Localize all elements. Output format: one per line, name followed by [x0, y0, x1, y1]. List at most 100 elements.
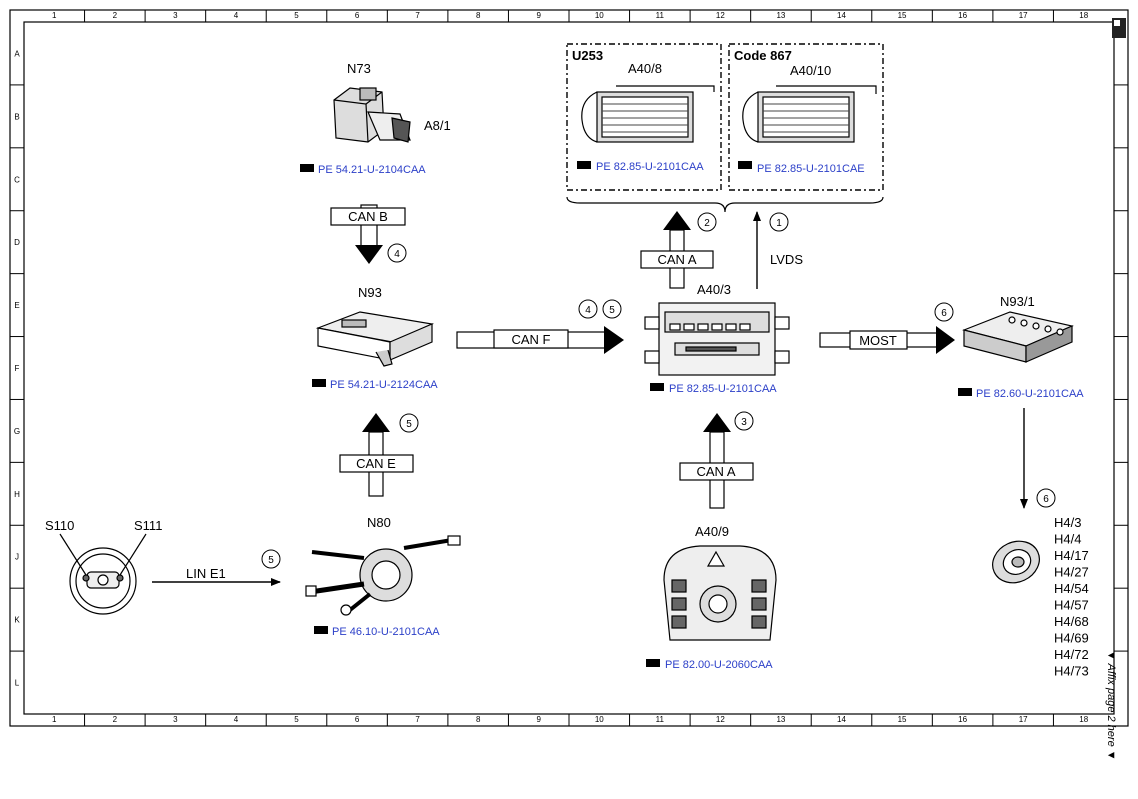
grid-col-label: 12: [716, 11, 725, 20]
svg-text:2: 2: [704, 218, 710, 229]
svg-text:Code 867: Code 867: [734, 48, 792, 63]
grid-row-label: K: [14, 616, 20, 625]
amplifier-icon: [962, 311, 1074, 363]
u253-group: U253: [566, 43, 722, 191]
marker-3: 3: [734, 411, 754, 431]
speaker-item: H4/27: [1054, 565, 1089, 580]
manual-ref-icon: [646, 659, 660, 667]
ref-link-a40-3[interactable]: PE 82.85-U-2101CAA: [650, 383, 777, 395]
grid-col-label: 16: [958, 715, 967, 724]
s110-label: S110: [45, 518, 74, 533]
grid-col-label: 9: [536, 11, 541, 20]
svg-text:U253: U253: [572, 48, 603, 63]
grid-col-label: 4: [234, 715, 239, 724]
can-e-arrow: CAN E: [339, 413, 414, 497]
steering-column-switch-icon: [305, 535, 461, 616]
ignition-lock-icon: [333, 87, 411, 143]
grid-row-label: D: [14, 238, 20, 247]
grid-col-label: 8: [476, 11, 481, 20]
grid-row-label: C: [14, 175, 20, 184]
can-a-bottom-arrow: CAN A: [679, 413, 754, 509]
groups-bracket: [566, 196, 884, 213]
grid-col-label: 8: [476, 715, 481, 724]
grid-col-label: 1: [52, 715, 57, 724]
speaker-list: H4/3H4/4H4/17H4/27H4/54H4/57H4/68H4/69H4…: [1054, 515, 1089, 679]
speaker-item: H4/54: [1054, 581, 1089, 596]
svg-text:PE 54.21-U-2124CAA: PE 54.21-U-2124CAA: [330, 379, 438, 391]
grid-col-label: 14: [837, 11, 846, 20]
grid-row-label: L: [15, 679, 20, 688]
speaker-item: H4/69: [1054, 631, 1089, 646]
grid-col-label: 3: [173, 11, 178, 20]
ref-link-a40-10[interactable]: PE 82.85-U-2101CAE: [738, 161, 865, 175]
head-unit-icon: [644, 302, 790, 376]
ref-link-a40-8[interactable]: PE 82.85-U-2101CAA: [577, 161, 704, 173]
manual-ref-icon: [312, 379, 326, 387]
svg-text:PE 46.10-U-2101CAA: PE 46.10-U-2101CAA: [332, 626, 440, 638]
n93-1-name: N93/1: [1000, 294, 1035, 309]
svg-text:5: 5: [406, 419, 412, 430]
a8-1-label: A8/1: [424, 118, 451, 133]
grid-col-label: 17: [1019, 11, 1028, 20]
grid-row-label: H: [14, 490, 20, 499]
can-b-label: CAN B: [348, 209, 388, 224]
svg-text:6: 6: [1043, 494, 1049, 505]
grid-col-label: 11: [656, 715, 665, 724]
grid-col-label: 12: [716, 715, 725, 724]
grid-frame: [9, 9, 1129, 727]
lin-e1-label: LIN E1: [186, 566, 226, 581]
ref-link-n93-1[interactable]: PE 82.60-U-2101CAA: [958, 388, 1084, 400]
grid-col-label: 16: [958, 11, 967, 20]
svg-text:PE 82.85-U-2101CAA: PE 82.85-U-2101CAA: [596, 161, 704, 173]
grid-col-label: 2: [113, 715, 118, 724]
can-a-top-arrow: CAN A: [640, 211, 714, 289]
display-unit-a40-10-icon: [742, 85, 877, 143]
ref-link-n80[interactable]: PE 46.10-U-2101CAA: [314, 626, 440, 638]
grid-col-label: 10: [595, 715, 604, 724]
grid-col-label: 18: [1079, 11, 1088, 20]
ref-link-n93[interactable]: PE 54.21-U-2124CAA: [312, 379, 438, 391]
n73-name: N73: [347, 61, 371, 76]
grid-col-label: 7: [415, 11, 420, 20]
grid-col-label: 2: [113, 11, 118, 20]
grid-col-label: 10: [595, 11, 604, 20]
svg-text:6: 6: [941, 308, 947, 319]
display-unit-a40-8-icon: [581, 85, 715, 143]
code-867-group: Code 867: [728, 43, 884, 191]
svg-text:PE 82.85-U-2101CAA: PE 82.85-U-2101CAA: [669, 383, 777, 395]
grid-col-label: 18: [1079, 715, 1088, 724]
manual-ref-icon: [650, 383, 664, 391]
grid-column-labels: 1122334455667788991010111112121313141415…: [52, 11, 1089, 724]
speaker-item: H4/72: [1054, 647, 1089, 662]
marker-6b: 6: [1036, 488, 1056, 508]
grid-col-label: 5: [294, 715, 299, 724]
grid-col-label: 9: [536, 715, 541, 724]
speaker-item: H4/57: [1054, 598, 1089, 613]
grid-row-label: A: [14, 49, 20, 58]
s111-label: S111: [134, 518, 162, 533]
grid-col-label: 4: [234, 11, 239, 20]
grid-col-label: 14: [837, 715, 846, 724]
svg-text:PE 82.60-U-2101CAA: PE 82.60-U-2101CAA: [976, 388, 1084, 400]
ref-link-a40-9[interactable]: PE 82.00-U-2060CAA: [646, 659, 773, 671]
can-f-arrow: CAN F: [456, 326, 624, 354]
grid-col-label: 6: [355, 715, 360, 724]
grid-col-label: 13: [776, 11, 785, 20]
grid-col-label: 3: [173, 715, 178, 724]
marker-2: 2: [697, 212, 717, 232]
can-e-label: CAN E: [356, 456, 396, 471]
speaker-item: H4/4: [1054, 532, 1081, 547]
ref-link-n73[interactable]: PE 54.21-U-2104CAA: [300, 164, 426, 176]
grid-col-label: 13: [776, 715, 785, 724]
n93-name: N93: [358, 285, 382, 300]
grid-col-label: 15: [898, 11, 907, 20]
lin-e1-connection: LIN E1: [152, 566, 281, 586]
manual-ref-icon: [958, 388, 972, 396]
svg-text:1: 1: [776, 218, 782, 229]
svg-text:5: 5: [268, 555, 274, 566]
can-f-label: CAN F: [512, 332, 551, 347]
n80-name: N80: [367, 515, 391, 530]
grid-row-label: G: [14, 427, 20, 436]
svg-text:4: 4: [585, 305, 591, 316]
